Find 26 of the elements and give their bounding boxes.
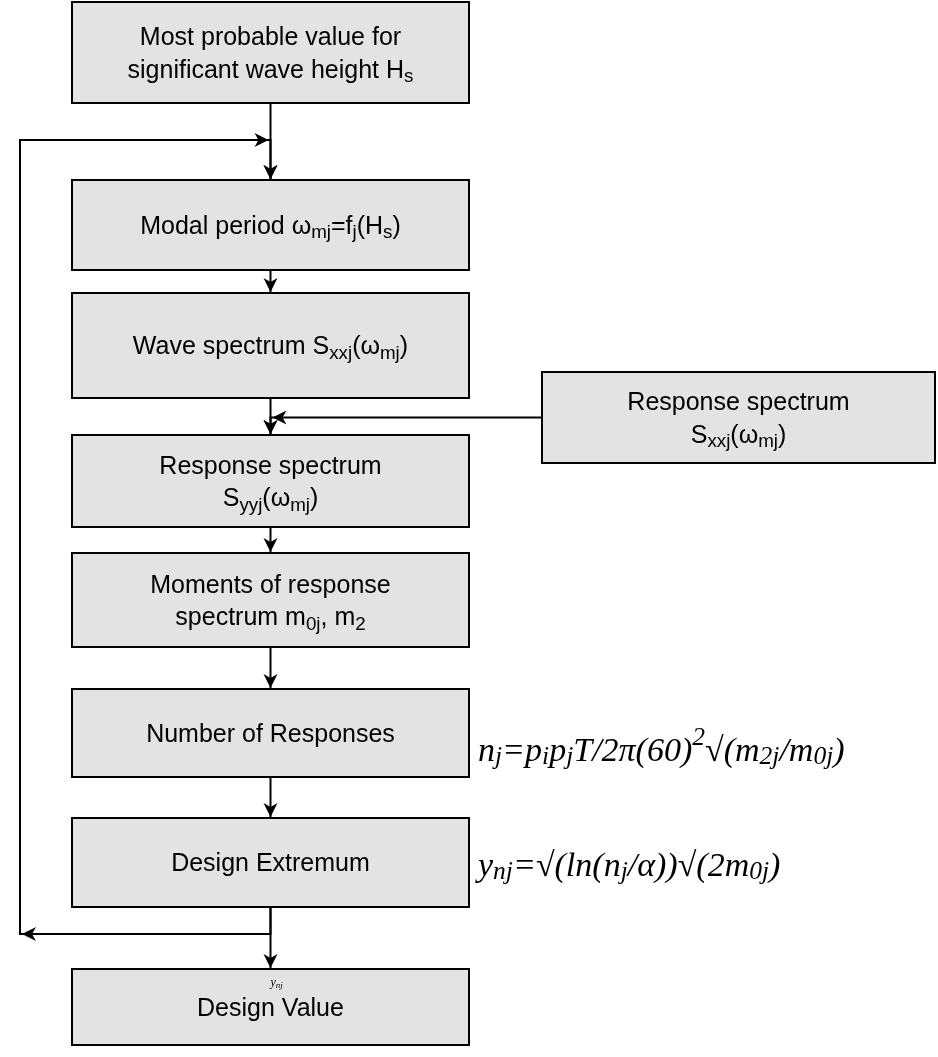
process-box <box>71 1 470 104</box>
math-symbol: y$_{nj}$ <box>270 976 283 988</box>
arrow <box>263 527 278 553</box>
process-box <box>71 968 470 1046</box>
box-label: Response spectrum S$_{xxj}$(ω$_{mj}$) <box>626 386 851 450</box>
process-box <box>71 292 470 399</box>
box-label: Response spectrum S$_{yyj}$(ω$_{mj}$) <box>158 449 383 514</box>
box-label: Modal period ω$_{mj}$=f$_{j}$(H$_{s}$) <box>140 209 401 242</box>
box-label: Design Value <box>197 991 344 1023</box>
arrow <box>263 270 278 293</box>
process-box <box>71 552 470 648</box>
process-box <box>71 688 470 778</box>
box-label: Number of Responses <box>146 717 395 749</box>
box-label: Most probable value for significant wave height H$_{s}$ <box>126 21 415 85</box>
box-label: Wave spectrum S$_{xxj}$(ω$_{mj}$) <box>132 330 409 362</box>
arrow <box>263 410 542 435</box>
arrow <box>19 133 278 941</box>
arrow <box>263 777 278 818</box>
process-box <box>541 371 936 464</box>
formula: n$_{j}$=p$_{i}$p$_{j}$T/2π(60)$^{2}$√(m$_{2j}$/m$_{0j}$) <box>478 721 846 773</box>
box-label: Design Extremum <box>171 847 370 879</box>
arrow <box>263 647 278 689</box>
box-label: Moments of response spectrum m$_{0j}$, m$_{2}$ <box>149 568 392 633</box>
process-box <box>71 434 470 528</box>
process-box <box>71 179 470 271</box>
process-box <box>71 817 470 908</box>
